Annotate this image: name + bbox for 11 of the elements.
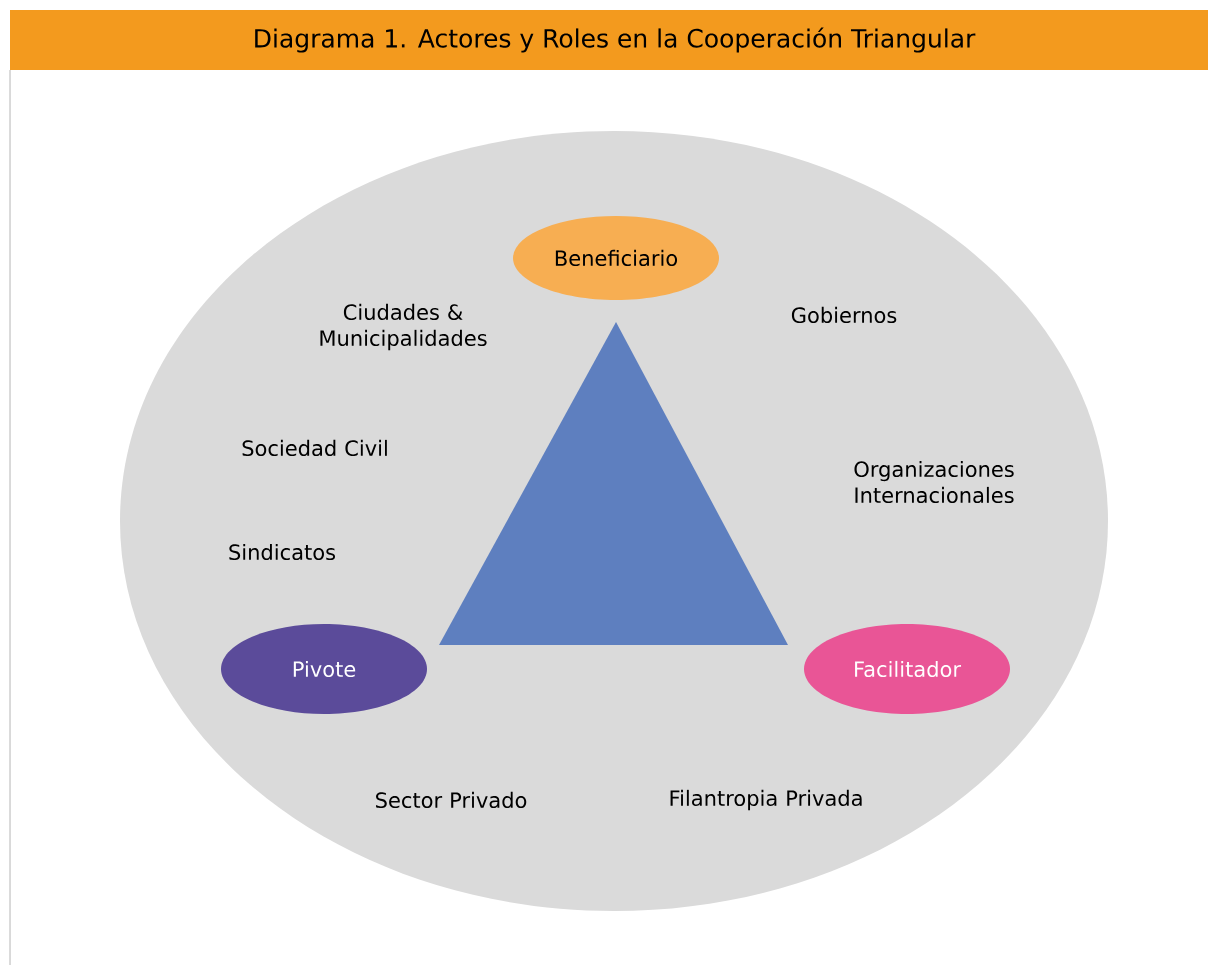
actor-label: Organizaciones Internacionales: [854, 460, 1014, 504]
actor-label: Sindicatos: [229, 543, 336, 561]
header-band: Diagrama 1. Actores y Roles en la Cooperación Triangular: [10, 10, 1208, 70]
actor-label: Sector Privado: [376, 791, 527, 809]
ellipse-node: Beneficiario: [513, 216, 719, 300]
actor-label: Ciudades & Municipalidades: [320, 303, 487, 351]
actor-label: Sociedad Civil: [242, 439, 387, 457]
ellipse-node: Facilitador: [804, 624, 1010, 714]
ellipse-node: Pivote: [221, 624, 427, 714]
actor-label: Filantropia Privada: [670, 789, 862, 811]
actor-label: Gobiernos: [791, 306, 897, 324]
